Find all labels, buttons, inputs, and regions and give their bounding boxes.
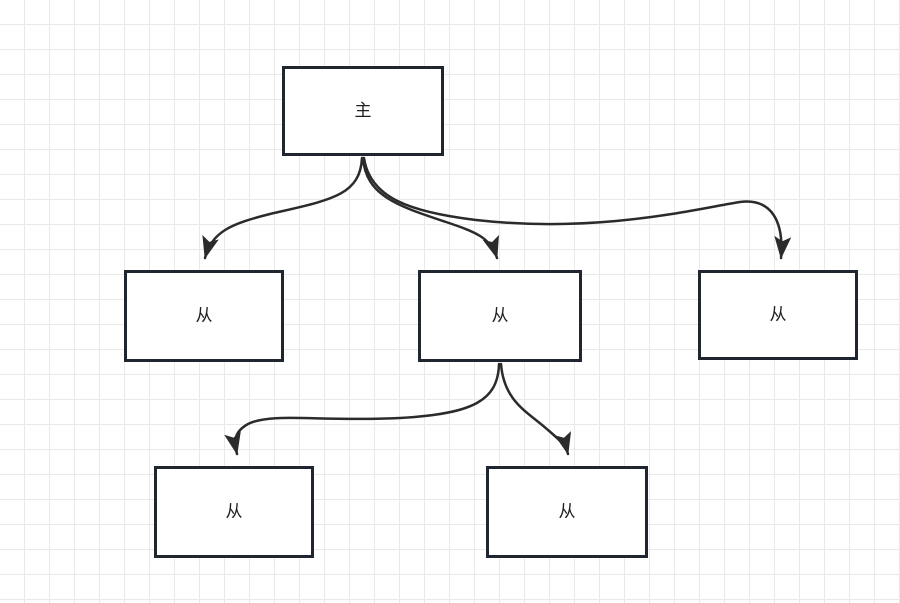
node-slave-5[interactable]: 从 xyxy=(486,466,648,558)
edge-master-slave2 xyxy=(361,156,499,260)
node-label: 从 xyxy=(225,501,243,522)
node-slave-2[interactable]: 从 xyxy=(418,270,582,362)
node-label: 从 xyxy=(769,304,787,325)
node-label: 主 xyxy=(354,100,372,121)
node-label: 从 xyxy=(491,305,509,326)
node-master[interactable]: 主 xyxy=(282,66,444,156)
node-label: 从 xyxy=(558,501,576,522)
edge-master-slave3 xyxy=(362,156,792,260)
node-slave-3[interactable]: 从 xyxy=(698,270,858,360)
node-slave-1[interactable]: 从 xyxy=(124,270,284,362)
node-slave-4[interactable]: 从 xyxy=(154,466,314,558)
edge-slave2-slave5 xyxy=(499,362,572,456)
edge-master-slave1 xyxy=(202,156,364,260)
node-label: 从 xyxy=(195,305,213,326)
edge-slave2-slave4 xyxy=(224,362,501,456)
